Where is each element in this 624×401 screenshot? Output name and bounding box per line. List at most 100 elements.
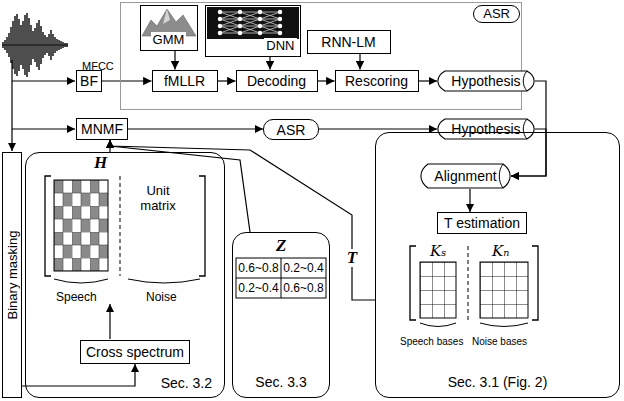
part-label: Noise bbox=[146, 291, 177, 305]
process-box: MNMF bbox=[76, 118, 128, 140]
scroll-box: Hypothesis bbox=[437, 70, 535, 92]
scroll-outline bbox=[438, 71, 534, 91]
signal-trunk bbox=[11, 60, 12, 151]
matrix-brace bbox=[54, 279, 200, 283]
text-holder: Decoding bbox=[247, 72, 306, 90]
scroll-box: Alignment bbox=[420, 163, 511, 189]
flow-arrow bbox=[109, 304, 110, 339]
node-text: Decoding bbox=[247, 73, 306, 90]
scroll-box: Hypothesis bbox=[437, 118, 535, 140]
connector bbox=[419, 80, 438, 81]
group-box: Sec. 3.2 Cross spectrum bbox=[25, 152, 225, 398]
node-text: Binary masking bbox=[4, 231, 21, 320]
text-holder: MNMF bbox=[81, 120, 123, 138]
dnn-units bbox=[220, 12, 280, 33]
connector bbox=[22, 364, 135, 386]
table-cell: 0.6~0.8 bbox=[238, 258, 278, 278]
dimension-symbol: Kₙ bbox=[492, 243, 509, 260]
node-text: Alignment bbox=[434, 168, 496, 185]
scroll-curl bbox=[523, 71, 527, 91]
table-frame bbox=[236, 258, 326, 298]
connector bbox=[269, 57, 270, 70]
scroll-outline bbox=[421, 164, 510, 188]
image-box: DNN bbox=[205, 5, 301, 57]
text-holder: Rescoring bbox=[345, 72, 408, 90]
node-text: Hypothesis bbox=[451, 121, 520, 138]
node-text: Sec. 3.2 bbox=[161, 375, 212, 392]
dimension-symbol: Kₛ bbox=[430, 243, 446, 260]
text-holder: ASR bbox=[473, 4, 520, 23]
text-holder: Binary masking bbox=[3, 231, 21, 320]
process-box: T estimation bbox=[437, 212, 527, 234]
label-holder: Speech bases bbox=[400, 331, 463, 349]
label-holder: 0.6~0.8 bbox=[236, 258, 281, 278]
text-holder: Hypothesis bbox=[451, 120, 520, 138]
node-text: RNN-LM bbox=[321, 34, 375, 51]
scroll-curl bbox=[523, 119, 527, 139]
label-holder: 0.6~0.8 bbox=[281, 278, 326, 298]
text-holder: RNN-LM bbox=[321, 33, 375, 51]
connector bbox=[319, 128, 437, 129]
label-holder: Z bbox=[276, 236, 286, 256]
text-holder: T estimation bbox=[444, 214, 520, 232]
matrix-bracket bbox=[45, 176, 205, 276]
node-text: ASR bbox=[473, 5, 520, 23]
dnn-image bbox=[207, 7, 299, 39]
label-holder: Noise bbox=[146, 287, 177, 305]
part-label: Noise bases bbox=[472, 336, 527, 348]
dnn-links bbox=[220, 12, 280, 33]
matrix-bracket bbox=[410, 246, 538, 320]
text-holder: Sec. 3.1 (Fig. 2) bbox=[376, 373, 619, 391]
node-text: BF bbox=[80, 73, 98, 90]
group-box: ASR GMM DNN RNN-LM fMLLR Decoding Rescoring bbox=[120, 2, 522, 110]
matrix-note: Unit matrix bbox=[128, 184, 188, 214]
connector bbox=[318, 80, 335, 81]
node-text: GMM bbox=[151, 32, 187, 47]
node-text: T estimation bbox=[444, 215, 520, 232]
noise-bases-grid bbox=[480, 262, 528, 318]
vertical-box: Binary masking bbox=[2, 152, 22, 398]
text-holder: Hypothesis bbox=[451, 72, 520, 90]
text-holder: Sec. 3.2 bbox=[161, 374, 212, 392]
connector bbox=[174, 51, 175, 70]
node-text: Sec. 3.3 bbox=[255, 374, 306, 391]
connector bbox=[110, 140, 250, 232]
process-box: Decoding bbox=[236, 70, 318, 92]
scroll-outline bbox=[438, 119, 534, 139]
table-cell: 0.6~0.8 bbox=[283, 278, 323, 298]
text-holder: ASR bbox=[277, 121, 306, 139]
process-box: fMLLR bbox=[152, 70, 218, 92]
node-text: Cross spectrum bbox=[86, 344, 184, 361]
label-holder: Kₙ bbox=[492, 242, 509, 260]
label-holder: 0.2~0.4 bbox=[236, 278, 281, 298]
text-holder: Alignment bbox=[434, 167, 496, 185]
matrix-symbol: H bbox=[94, 153, 107, 173]
label-holder: T bbox=[345, 249, 359, 267]
label-holder: Speech bbox=[56, 287, 97, 305]
text-holder: Cross spectrum bbox=[86, 343, 184, 361]
part-label: Speech bbox=[56, 291, 97, 305]
group-box: Sec. 3.3 bbox=[232, 232, 330, 398]
text-holder: Sec. 3.3 bbox=[233, 373, 329, 391]
connector bbox=[218, 80, 236, 81]
group-box: Sec. 3.1 (Fig. 2) Alignment T estimation bbox=[375, 132, 620, 398]
connector bbox=[469, 189, 470, 212]
matrix-symbol: Z bbox=[276, 236, 286, 256]
text-holder: BF bbox=[80, 72, 98, 90]
label-holder: Unit matrix bbox=[128, 184, 188, 214]
signal-wire bbox=[12, 80, 75, 81]
process-box: Cross spectrum bbox=[80, 340, 190, 364]
matrix-divider bbox=[468, 246, 469, 320]
node-text: MNMF bbox=[81, 121, 123, 138]
label-holder: H bbox=[94, 153, 107, 173]
gmm-highlight bbox=[163, 9, 170, 24]
image-box: GMM bbox=[140, 5, 198, 51]
node-text: DNN bbox=[264, 38, 296, 53]
text-holder: GMM bbox=[141, 30, 197, 48]
signal-wire bbox=[12, 128, 75, 129]
speech-bases-grid bbox=[420, 262, 456, 318]
connector bbox=[109, 140, 110, 152]
process-box: RNN-LM bbox=[307, 30, 391, 54]
edge-label: T bbox=[345, 249, 359, 267]
